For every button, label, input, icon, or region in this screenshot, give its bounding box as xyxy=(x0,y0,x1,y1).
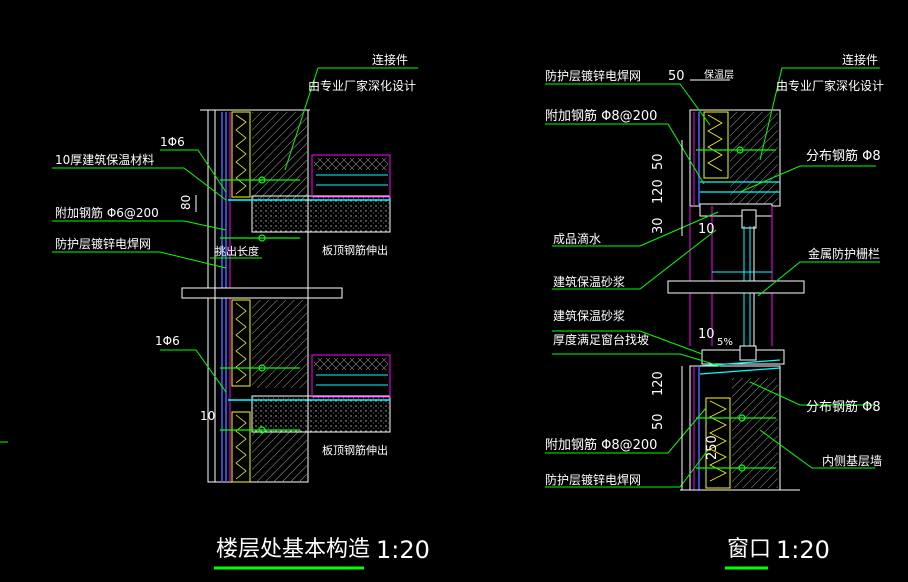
right-scale: 1:20 xyxy=(776,536,830,564)
left-detail: 连接件 由专业厂家深化设计 1Φ6 10厚建筑保温材料 80 附加钢筋 Φ6@2… xyxy=(52,52,430,570)
left-anchors xyxy=(220,176,300,434)
right-label-extra-rebar-top: 附加钢筋 Φ8@200 xyxy=(545,108,657,124)
left-label-rebar-1phi6-top: 1Φ6 xyxy=(160,135,185,149)
right-label-mesh-top: 防护层镀锌电焊网 xyxy=(545,68,641,83)
right-wall-lower-hatch xyxy=(732,378,778,488)
right-label-dim-120-b: 120 xyxy=(651,371,666,396)
right-sill-slope-2 xyxy=(699,367,781,375)
right-detail: 连接件 防护层镀锌电焊网 50 保温层 由专业厂家深化设计 附加钢筋 Φ8@20… xyxy=(545,52,884,570)
right-label-mortar-2: 建筑保温砂浆 xyxy=(553,308,625,323)
right-label-dim-30: 30 xyxy=(651,217,666,234)
left-label-dim-80: 80 xyxy=(179,195,193,210)
left-insulation-zigzag xyxy=(235,114,247,480)
right-label-dim-50-b: 50 xyxy=(651,413,666,430)
right-insulation-lower xyxy=(705,397,731,489)
left-label-dim-10: 10 xyxy=(200,409,215,423)
right-label-dim-120-a: 120 xyxy=(651,179,666,204)
right-label-connector: 连接件 xyxy=(842,52,878,67)
right-label-insulation-layer: 保温层 xyxy=(704,68,734,81)
right-floor-break xyxy=(667,280,805,294)
left-label-insulation-10: 10厚建筑保温材料 xyxy=(55,152,154,167)
right-label-dim-50-a: 50 xyxy=(651,153,666,170)
left-label-connector: 连接件 xyxy=(372,52,408,67)
right-window-head xyxy=(699,203,773,217)
right-insulation-upper-zig xyxy=(707,114,723,172)
right-label-dist-rebar-bottom: 分布钢筋 Φ8 xyxy=(806,399,881,415)
right-label-inner-wall: 内侧基层墙 xyxy=(822,454,882,468)
right-sill-slope xyxy=(699,359,781,367)
left-title: 楼层处基本构造 xyxy=(216,537,370,562)
right-label-extra-rebar-bottom: 附加钢筋 Φ8@200 xyxy=(545,437,657,453)
right-label-slope-note: 厚度满足窗台找坡 xyxy=(553,332,649,347)
left-scale: 1:20 xyxy=(376,536,430,564)
left-slab-lower xyxy=(251,395,391,433)
left-insulation-mid xyxy=(231,299,251,387)
left-slab-fill-upper xyxy=(314,158,388,170)
left-wall-hatch-upper xyxy=(252,112,307,200)
left-slab-finish-upper xyxy=(311,154,391,198)
right-label-connector-note: 由专业厂家深化设计 xyxy=(776,78,884,93)
left-label-connector-note: 由专业厂家深化设计 xyxy=(308,78,416,93)
right-title: 窗口 xyxy=(727,537,771,562)
left-wall-hatch-lower xyxy=(252,430,307,482)
left-insulation-lower xyxy=(231,411,251,483)
left-label-rebar-1phi6-bottom: 1Φ6 xyxy=(155,334,180,348)
right-label-mesh-bottom: 防护层镀锌电焊网 xyxy=(545,472,641,487)
left-label-slab-rebar-top: 板顶钢筋伸出 xyxy=(322,243,388,257)
right-label-dist-rebar-top: 分布钢筋 Φ8 xyxy=(806,148,881,164)
right-insulation-upper xyxy=(703,111,729,179)
right-label-slope-pct: 5% xyxy=(717,337,733,348)
right-label-dim-10-a: 10 xyxy=(698,222,715,237)
right-wall-upper-hatch xyxy=(730,112,778,204)
left-label-extra-rebar: 附加钢筋 Φ6@200 xyxy=(55,205,159,220)
right-leaders xyxy=(545,67,880,488)
left-label-overhang: 挑出长度 xyxy=(215,244,259,258)
right-label-dim-250: 250 xyxy=(705,435,720,460)
left-slab-upper xyxy=(251,195,391,233)
left-floor-break-1 xyxy=(181,287,343,299)
left-label-slab-rebar-bottom: 板顶钢筋伸出 xyxy=(322,443,388,457)
right-sill-box xyxy=(739,345,757,361)
left-insulation-upper xyxy=(231,111,251,198)
right-label-dim-10-b: 10 xyxy=(698,327,715,342)
left-label-mesh: 防护层镀锌电焊网 xyxy=(55,236,151,251)
left-slab-finish-lower xyxy=(311,354,391,398)
right-label-drip: 成品滴水 xyxy=(553,231,601,246)
left-leaders xyxy=(52,67,418,393)
right-label-mortar-1: 建筑保温砂浆 xyxy=(553,274,625,289)
right-label-railing: 金属防护栅栏 xyxy=(808,246,880,261)
right-window-head-box xyxy=(741,209,757,229)
left-wall-hatch-mid xyxy=(252,300,307,388)
right-label-dim-50-top: 50 xyxy=(668,69,685,84)
left-slab-fill-lower xyxy=(314,358,388,370)
